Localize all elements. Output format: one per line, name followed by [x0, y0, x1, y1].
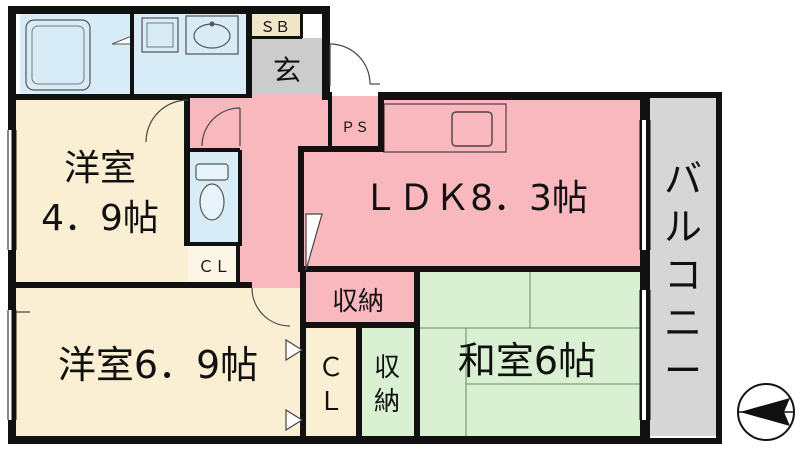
label-sb: ＳＢ: [260, 18, 290, 36]
door-swings: [16, 43, 380, 432]
vertical-char: Ｌ: [318, 387, 344, 417]
washing-machine-inner: [146, 22, 174, 48]
japanese-room: [416, 270, 642, 436]
vertical-char: Ｃ: [318, 353, 344, 383]
storage-vertical: [360, 326, 414, 436]
label-closet-large: ＣＬ: [318, 353, 344, 417]
label-japanese-room: 和室6帖: [458, 339, 596, 383]
vertical-char: ニ: [664, 301, 702, 345]
ldk-room-top: [380, 96, 642, 106]
faucet: [209, 21, 215, 27]
vertical-char: コ: [664, 253, 702, 297]
bathtub-inner: [31, 25, 85, 85]
vertical-char: 納: [374, 387, 400, 417]
shoe-box: [252, 12, 300, 38]
western-room-small: [12, 98, 188, 284]
kitchen-sink: [451, 111, 493, 147]
toilet-bowl: [199, 183, 225, 221]
label-ps: ＰＳ: [341, 120, 369, 136]
balcony: [650, 96, 718, 436]
label-storage-small: 収納: [332, 287, 384, 317]
label-ldk: ＬＤＫ8．3帖: [362, 178, 588, 219]
windows: [7, 120, 651, 420]
walls: [8, 6, 722, 444]
ldk-room: [300, 96, 642, 270]
entrance: [252, 38, 322, 94]
washing-machine: [141, 17, 179, 53]
vertical-char: ー: [664, 349, 702, 393]
label-western-room-large: 洋室6．9帖: [58, 343, 258, 387]
label-western-room-small-line1: 洋室: [64, 148, 136, 189]
label-storage-vertical: 収納: [374, 353, 400, 417]
western-room-large: [12, 288, 304, 436]
vertical-char: バ: [664, 157, 702, 201]
vertical-char: 収: [374, 353, 400, 383]
vertical-char: ル: [664, 205, 702, 249]
closet-small: [188, 246, 240, 284]
storage-horizontal: [304, 272, 416, 324]
label-closet-small: ＣＬ: [198, 257, 230, 276]
toilet-tank: [195, 163, 229, 181]
closet-large: [304, 326, 358, 436]
label-entrance: 玄: [273, 54, 301, 87]
tatami-lines: [416, 270, 642, 436]
north-arrow-icon: [737, 383, 795, 441]
label-western-room-small-line2: 4．9帖: [41, 198, 159, 239]
bathtub: [25, 19, 91, 91]
